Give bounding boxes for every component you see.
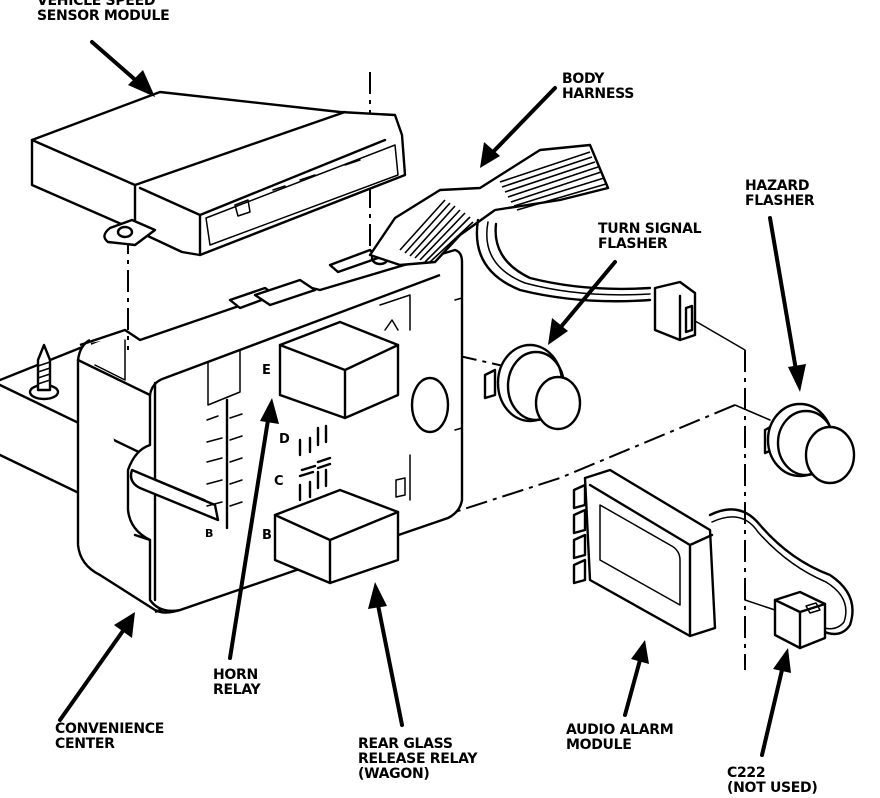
label-audio-alarm-module: AUDIO ALARM MODULE <box>566 722 674 753</box>
arrow-c222 <box>760 668 784 757</box>
screw-icon <box>28 343 60 401</box>
harness-wire-stripes <box>399 151 607 263</box>
label-c222: C222 (NOT USED) <box>727 765 818 796</box>
cavity-letter-b-small: B <box>205 527 214 540</box>
horn-relay <box>278 320 400 420</box>
label-vehicle-speed-sensor-module: VEHICLE SPEED SENSOR MODULE <box>37 0 170 24</box>
label-turn-signal-flasher: TURN SIGNAL FLASHER <box>598 221 702 252</box>
arrow-vssm <box>90 40 142 86</box>
arrow-hazard <box>768 216 798 372</box>
turn-signal-flasher <box>483 343 582 431</box>
label-horn-relay: HORN RELAY <box>213 667 261 698</box>
cavity-letter-b: B <box>262 528 272 543</box>
alignment-line-connector <box>689 317 746 351</box>
arrow-body-harness <box>491 86 557 154</box>
cavity-letter-d: D <box>279 432 290 447</box>
label-convenience-center: CONVENIENCE CENTER <box>55 721 165 752</box>
cavity-letter-e: E <box>262 363 271 378</box>
vehicle-speed-sensor-module <box>30 90 407 257</box>
leader-arrows <box>58 40 806 757</box>
arrow-turn-signal <box>558 260 617 330</box>
arrow-convenience-center <box>58 626 127 722</box>
label-hazard-flasher: HAZARD FLASHER <box>745 178 815 209</box>
convenience-center-body <box>76 248 464 614</box>
label-body-harness: BODY HARNESS <box>562 71 635 102</box>
arrow-rear-glass <box>376 603 404 727</box>
cavity-letter-c: C <box>274 474 284 489</box>
alignment-line-turn-signal <box>454 354 531 373</box>
arrow-horn-relay <box>228 418 270 660</box>
alignment-line-panel <box>429 404 736 521</box>
hazard-flasher <box>763 402 856 485</box>
arrow-audio-alarm <box>623 658 642 717</box>
alignment-line-c222 <box>744 599 776 611</box>
alignment-line-hazard-join <box>734 404 771 421</box>
audio-alarm-module <box>572 468 854 638</box>
label-rear-glass-release-relay: REAR GLASS RELEASE RELAY (WAGON) <box>358 736 478 782</box>
c222-connector <box>773 590 827 650</box>
body-harness <box>368 143 697 342</box>
rear-glass-release-relay <box>273 488 400 585</box>
